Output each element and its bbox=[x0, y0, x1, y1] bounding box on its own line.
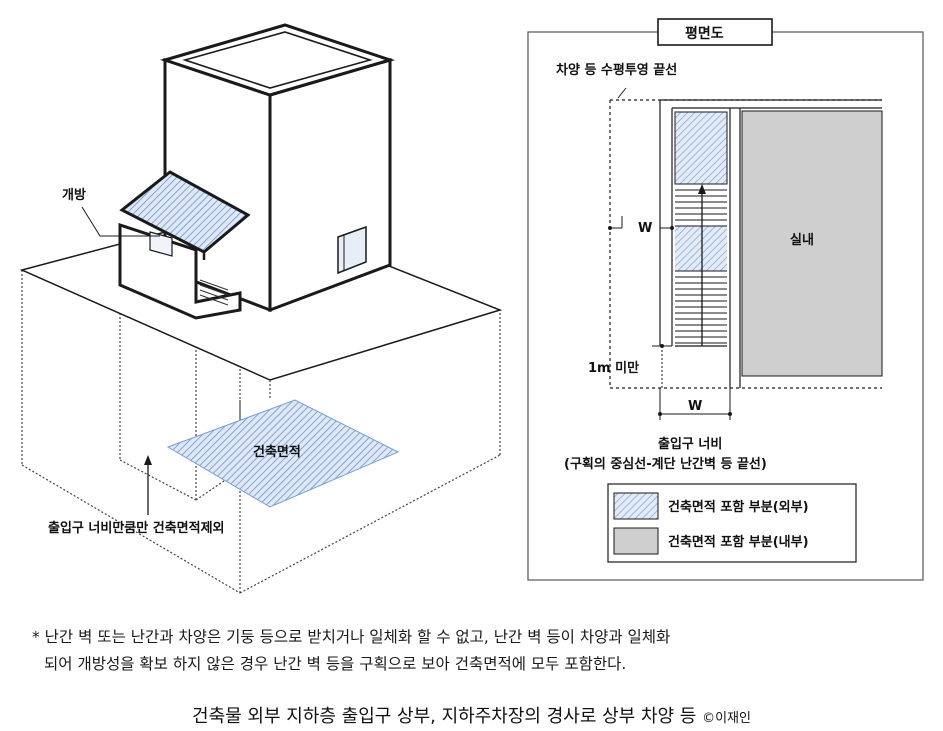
legend-swatch-gray bbox=[613, 527, 659, 555]
caption-text: 건축물 외부 지하층 출입구 상부, 지하주차장의 경사로 상부 차양 등 bbox=[192, 706, 703, 727]
stair-hatch-mid bbox=[675, 226, 727, 271]
isometric-diagram: 건축면적 개방 출입구 너비만큼만 건축면적제외 bbox=[19, 23, 503, 594]
plan-view: 평면도 차양 등 수평투영 끝선 실내 W 1m 미만 bbox=[527, 18, 924, 581]
caption-credit: ©이재인 bbox=[702, 711, 751, 726]
annex-opening bbox=[149, 231, 173, 257]
under-1m-label: 1m 미만 bbox=[588, 360, 639, 376]
footnote-line-1: * 난간 벽 또는 난간과 차양은 기둥 등으로 받치거나 일체화 할 수 없고… bbox=[32, 628, 671, 646]
stair-steps bbox=[199, 279, 229, 306]
stair-hatch-top bbox=[674, 111, 728, 185]
legend-swatch-hatched bbox=[613, 492, 659, 520]
awning-canopy bbox=[119, 170, 251, 254]
building-area-footprint bbox=[166, 399, 400, 508]
tower-roof bbox=[159, 23, 396, 97]
tower-window bbox=[337, 225, 367, 275]
entrance-sub-label: (구획의 중심선-계단 난간벽 등 끝선) bbox=[564, 456, 767, 472]
open-label: 개방 bbox=[62, 187, 86, 203]
entrance-label: 출입구 너비 bbox=[658, 436, 722, 452]
w-left-label: W bbox=[638, 221, 652, 236]
tower-roof-inner bbox=[182, 31, 373, 89]
eave-label: 차양 등 수평투영 끝선 bbox=[556, 62, 677, 78]
footnote: * 난간 벽 또는 난간과 차양은 기둥 등으로 받치거나 일체화 할 수 없고… bbox=[32, 624, 912, 678]
footnote-line-2: 되어 개방성을 확보 하지 않은 경우 난간 벽 등을 구획으로 보아 건축면적… bbox=[44, 655, 627, 673]
w-bottom-label: W bbox=[688, 399, 702, 414]
exclude-label: 출입구 너비만큼만 건축면적제외 bbox=[48, 520, 225, 536]
indoor-area bbox=[741, 110, 883, 377]
building-area-label: 건축면적 bbox=[253, 444, 301, 460]
tower-right-face bbox=[268, 58, 392, 313]
figure-caption: 건축물 외부 지하층 출입구 상부, 지하주차장의 경사로 상부 차양 등 ©이… bbox=[0, 702, 943, 728]
legend-label-internal: 건축면적 포함 부분(내부) bbox=[668, 534, 809, 550]
indoor-label: 실내 bbox=[790, 232, 814, 248]
plan-title-box bbox=[657, 18, 773, 46]
open-leader-line bbox=[81, 206, 160, 237]
plan-title: 평면도 bbox=[685, 25, 724, 42]
legend-label-external: 건축면적 포함 부분(외부) bbox=[668, 499, 809, 515]
